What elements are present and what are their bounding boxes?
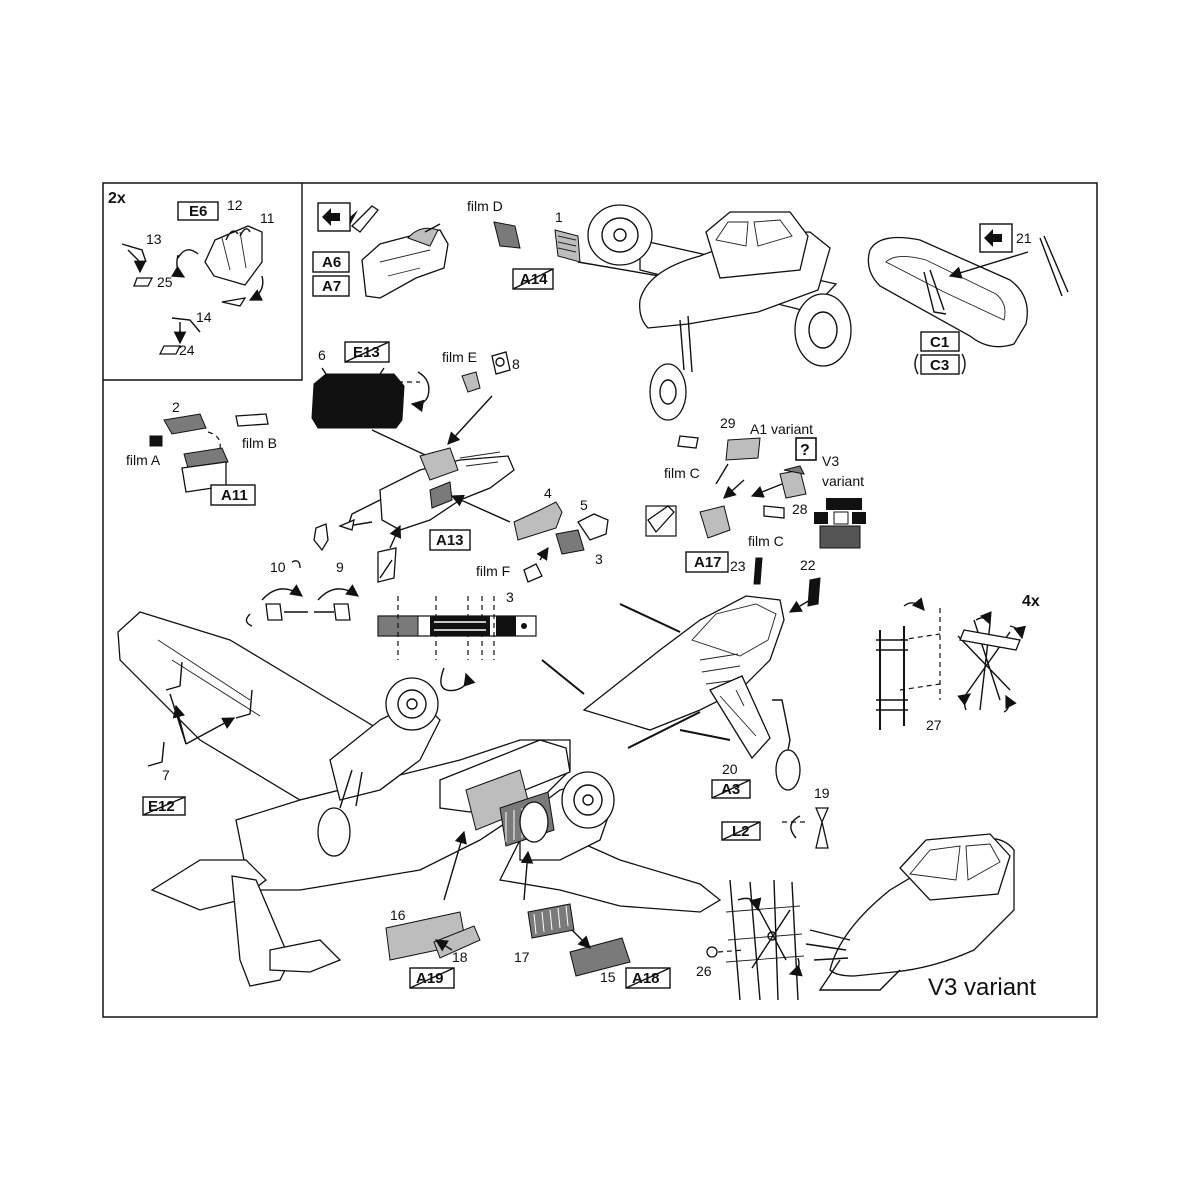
part-number: 10: [270, 559, 286, 575]
part-number: 4: [544, 485, 552, 501]
part-number: 16: [390, 907, 406, 923]
gunsight-variants: 29 A1 variant film C ? V3 variant 28 fil…: [645, 415, 866, 613]
part-number: 20: [722, 761, 738, 777]
variant-title: V3 variant: [928, 974, 1036, 1001]
part-number: 12: [227, 197, 243, 213]
rudder-pedals: 10 9: [245, 559, 360, 627]
film-label: film F: [476, 563, 510, 579]
quantity-label: 2x: [108, 190, 126, 207]
part-number: 2: [172, 399, 180, 415]
film-label: film D: [467, 198, 503, 214]
part-box-label: C1: [930, 334, 949, 351]
part-box-label: A17: [694, 554, 722, 571]
part-box-label: A13: [436, 532, 464, 549]
paint-brush-icon: [647, 505, 675, 534]
inset-frame: [103, 183, 303, 381]
remove-part-icon: [625, 967, 671, 989]
forward-fuselage-underside: 19 20 A3 L2: [541, 595, 830, 849]
part-number: 11: [260, 210, 275, 226]
rotate-arrow-icon: [410, 371, 430, 413]
part-box-a13: [429, 529, 471, 551]
nose-landing-gear-view: [587, 204, 852, 421]
remove-part-icon: [721, 821, 761, 841]
part-number: 6: [318, 347, 326, 363]
part-number: 9: [336, 559, 344, 575]
film-label: film C: [664, 465, 700, 481]
part-box-label: A6: [322, 254, 341, 271]
part-box-a7: [312, 275, 350, 297]
part-number: 1: [555, 209, 563, 225]
part-number: 24: [179, 342, 195, 358]
part-number: 5: [580, 497, 588, 513]
bomb-bay-parts: 16 18 A19 17 15 A18: [385, 830, 671, 989]
film-d-parts: film D 1 A14: [467, 198, 708, 290]
part-box-a17: [685, 551, 729, 573]
part-number: 13: [146, 231, 162, 247]
cockpit-tub-assembly: A13: [313, 447, 515, 583]
part-box-e6: [177, 201, 219, 221]
part-box-c3: [920, 354, 960, 375]
part-number: 27: [926, 717, 942, 733]
part-box-label: E6: [189, 203, 207, 220]
variant-label: variant: [822, 473, 864, 489]
film-label: film B: [242, 435, 277, 451]
remove-part-icon: [409, 967, 455, 989]
seat-belts-film: 2 film B film A A11: [126, 399, 277, 506]
part-box-a11: [210, 484, 256, 506]
part-number: 21: [1016, 230, 1032, 246]
part-box-label: A11: [221, 487, 248, 504]
part-number: 28: [792, 501, 808, 517]
film-label: film C: [748, 533, 784, 549]
part-box-c1: [920, 331, 960, 352]
part-number: 18: [452, 949, 468, 965]
part-box-label: A7: [322, 278, 341, 295]
outer-frame: [102, 182, 1098, 1018]
part-number: 15: [600, 969, 616, 985]
part-number: 23: [730, 558, 746, 574]
radar-antenna-detail: 4x 27: [876, 593, 1040, 733]
unknown-part-icon: [795, 437, 817, 461]
film-label: film A: [126, 452, 161, 468]
part-number: 3: [595, 551, 603, 567]
instrument-panel-parts: 4 5 3 film F: [476, 485, 609, 583]
part-number: 17: [514, 949, 530, 965]
inset-seat-belts: 2x E6 12 11 13 25 14 24: [108, 190, 275, 358]
paint-brush-icon: [351, 205, 379, 233]
aircraft-underside-view: 7 E12: [117, 611, 722, 987]
variant-label: A1 variant: [750, 421, 813, 437]
variant-label: V3: [822, 453, 839, 469]
part-number: 29: [720, 415, 736, 431]
part-number: 14: [196, 309, 212, 325]
part-number: 8: [512, 356, 520, 372]
part-number: 22: [800, 557, 816, 573]
remove-part-icon: [512, 268, 554, 290]
canopy-detail: 21 C1 C3: [867, 223, 1069, 375]
instrument-panel-film: 3: [377, 589, 537, 692]
part-box-label: C3: [930, 357, 949, 374]
v3-variant-nose: 26 V3 variant: [696, 833, 1036, 1001]
part-number: 3: [506, 589, 514, 605]
part-number: 25: [157, 274, 173, 290]
rotate-arrow-icon: [440, 667, 476, 692]
part-box-a6: [312, 251, 350, 273]
part-number: 26: [696, 963, 712, 979]
remove-part-icon: [344, 341, 390, 363]
remove-part-icon: [142, 796, 186, 816]
part-number: 19: [814, 785, 830, 801]
part-number: 7: [162, 767, 170, 783]
quantity-label: 4x: [1022, 593, 1040, 610]
question-mark: ?: [800, 442, 810, 459]
seat-cushion-and-armor: 6 E13 film E 8: [311, 341, 520, 463]
remove-part-icon: [711, 779, 751, 799]
film-label: film E: [442, 349, 477, 365]
fuselage-nose-section: A6 A7: [312, 202, 449, 299]
